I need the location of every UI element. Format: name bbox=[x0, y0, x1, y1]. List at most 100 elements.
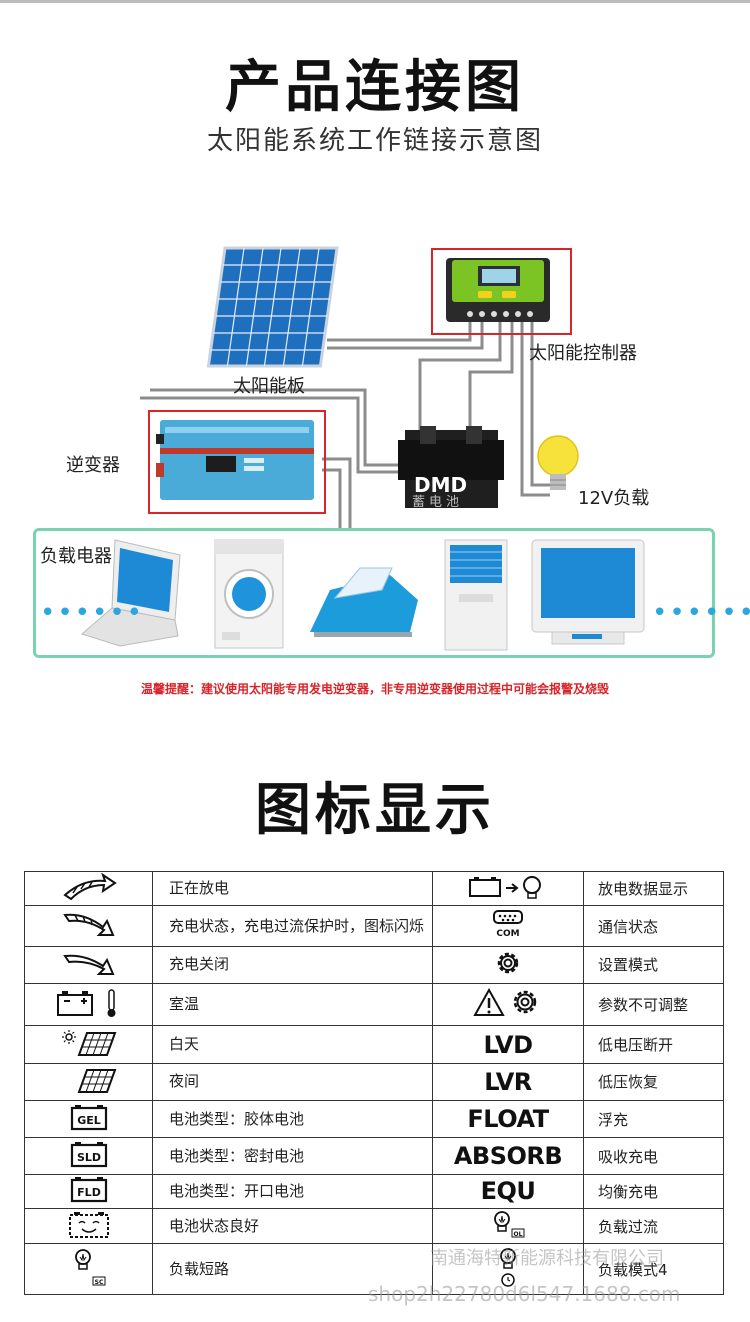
icon-desc: 低压恢复 bbox=[583, 1062, 724, 1102]
svg-text:OL: OL bbox=[514, 1231, 523, 1238]
table-row: SLD 电池类型：密封电池 ABSORB 吸收充电 bbox=[24, 1137, 724, 1175]
icon-desc: 均衡充电 bbox=[583, 1173, 724, 1210]
com-port-icon: COM bbox=[493, 910, 523, 939]
battery-fld-icon: FLD bbox=[70, 1177, 107, 1203]
watermark-company: 南通海特新能源科技有限公司 bbox=[430, 1248, 664, 1269]
svg-text:FLD: FLD bbox=[77, 1186, 101, 1199]
icon-desc: 参数不可调整 bbox=[583, 983, 724, 1027]
wires bbox=[140, 318, 555, 528]
load-appliances-box bbox=[33, 528, 715, 658]
icon-cell bbox=[432, 945, 584, 985]
icon-desc: 电池状态良好 bbox=[152, 1208, 433, 1245]
sun-panel-icon bbox=[61, 1029, 116, 1056]
moon-panel-icon bbox=[72, 1068, 116, 1093]
icon-desc: 通信状态 bbox=[583, 905, 724, 947]
table-row: 充电关闭 设置模式 bbox=[24, 945, 724, 985]
icon-desc: 充电状态，充电过流保护时，图标闪烁 bbox=[152, 905, 433, 947]
laptop bbox=[80, 539, 181, 647]
svg-text:SLD: SLD bbox=[76, 1151, 100, 1164]
icon-desc: 正在放电 bbox=[152, 870, 433, 907]
icon-desc: 电池类型：胶体电池 bbox=[152, 1100, 433, 1139]
discharging-arrow-icon bbox=[62, 872, 117, 900]
icon-desc: 室温 bbox=[152, 983, 433, 1027]
left-dots: •••••• bbox=[40, 598, 145, 628]
inverter-highlight bbox=[148, 410, 326, 514]
battery-good-icon bbox=[68, 1212, 109, 1239]
solar-panel-label: 太阳能板 bbox=[233, 376, 305, 397]
top-divider bbox=[0, 0, 750, 3]
lvr-label: LVR bbox=[432, 1062, 584, 1102]
bulb-sc-icon: SC bbox=[74, 1249, 105, 1286]
warning-gear-icon bbox=[473, 987, 537, 1016]
icon-cell bbox=[24, 1025, 153, 1064]
equ-label: EQU bbox=[432, 1173, 584, 1210]
washing-machine bbox=[214, 539, 284, 649]
battery-brand: DMD bbox=[414, 473, 468, 497]
air-conditioner bbox=[444, 539, 508, 651]
icon-cell: SLD bbox=[24, 1137, 153, 1175]
icon-cell: COM bbox=[432, 905, 584, 947]
icon-cell bbox=[24, 870, 153, 907]
light-bulb bbox=[537, 435, 579, 490]
icon-legend-table: 正在放电 放电数据显示 充电状态，充电过流保护时，图标闪烁 COM 通信状态 充… bbox=[24, 870, 724, 1295]
icon-desc: 白天 bbox=[152, 1025, 433, 1064]
icon-cell: FLD bbox=[24, 1173, 153, 1210]
gear-icon bbox=[497, 952, 519, 974]
table-row: FLD 电池类型：开口电池 EQU 均衡充电 bbox=[24, 1173, 724, 1210]
inverter-label: 逆变器 bbox=[66, 455, 120, 476]
table-row: 白天 LVD 低电压断开 bbox=[24, 1025, 724, 1064]
icon-desc: 吸收充电 bbox=[583, 1137, 724, 1175]
table-row: 室温 参数不可调整 bbox=[24, 983, 724, 1027]
icon-cell: GEL bbox=[24, 1100, 153, 1139]
steam-iron bbox=[310, 567, 418, 637]
icon-desc: 放电数据显示 bbox=[583, 870, 724, 907]
icon-cell bbox=[24, 1208, 153, 1245]
warning-note: 温馨提醒：建议使用太阳能专用发电逆变器，非专用逆变器使用过程中可能会报警及烧毁 bbox=[140, 682, 609, 696]
absorb-label: ABSORB bbox=[432, 1137, 584, 1175]
battery bbox=[398, 426, 504, 508]
bulb-label: 12V负载 bbox=[578, 488, 650, 509]
charge-off-arrow-icon bbox=[62, 954, 115, 975]
battery-gel-icon: GEL bbox=[70, 1105, 107, 1131]
table-row: 夜间 LVR 低压恢复 bbox=[24, 1062, 724, 1102]
table-row: 正在放电 放电数据显示 bbox=[24, 870, 724, 907]
table-row: 电池状态良好 OL 负载过流 bbox=[24, 1208, 724, 1245]
icon-desc: 设置模式 bbox=[583, 945, 724, 985]
solar-panel bbox=[206, 246, 339, 368]
table-row: 充电状态，充电过流保护时，图标闪烁 COM 通信状态 bbox=[24, 905, 724, 947]
page-title: 产品连接图 bbox=[225, 55, 525, 120]
battery-sld-icon: SLD bbox=[70, 1142, 107, 1168]
icon-cell: OL bbox=[432, 1208, 584, 1245]
icon-cell: SC bbox=[24, 1243, 153, 1295]
float-label: FLOAT bbox=[432, 1100, 584, 1139]
icon-desc: 电池类型：开口电池 bbox=[152, 1173, 433, 1210]
solar-controller bbox=[446, 258, 550, 322]
icon-desc: 负载短路 bbox=[152, 1243, 433, 1295]
icon-desc: 电池类型：密封电池 bbox=[152, 1137, 433, 1175]
icon-desc: 浮充 bbox=[583, 1100, 724, 1139]
icons-section-title: 图标显示 bbox=[255, 778, 495, 843]
load-box-label: 负载电器 bbox=[40, 546, 112, 567]
com-badge: COM bbox=[496, 929, 519, 939]
icon-cell bbox=[432, 870, 584, 907]
bulb-ol-icon: OL bbox=[494, 1211, 525, 1238]
icon-desc: 夜间 bbox=[152, 1062, 433, 1102]
lvd-label: LVD bbox=[432, 1025, 584, 1064]
controller-label: 太阳能控制器 bbox=[529, 343, 637, 364]
icon-desc: 负载模式4 bbox=[583, 1243, 724, 1295]
svg-text:GEL: GEL bbox=[77, 1114, 101, 1127]
table-row: GEL 电池类型：胶体电池 FLOAT 浮充 bbox=[24, 1100, 724, 1139]
tv-monitor bbox=[531, 539, 645, 645]
icon-desc: 低电压断开 bbox=[583, 1025, 724, 1064]
icon-cell bbox=[24, 905, 153, 947]
icon-cell bbox=[24, 983, 153, 1027]
icon-desc: 负载过流 bbox=[583, 1208, 724, 1245]
watermark-url: shop2h22780d6l547.1688.com bbox=[368, 1282, 681, 1306]
icon-cell bbox=[432, 983, 584, 1027]
table-row: SC 负载短路 负载模式4 bbox=[24, 1243, 724, 1295]
charging-arrow-icon bbox=[62, 913, 115, 936]
icon-cell bbox=[24, 1062, 153, 1102]
inverter bbox=[156, 420, 314, 500]
controller-highlight bbox=[431, 248, 572, 335]
battery-label: 蓄电池 bbox=[412, 495, 464, 510]
